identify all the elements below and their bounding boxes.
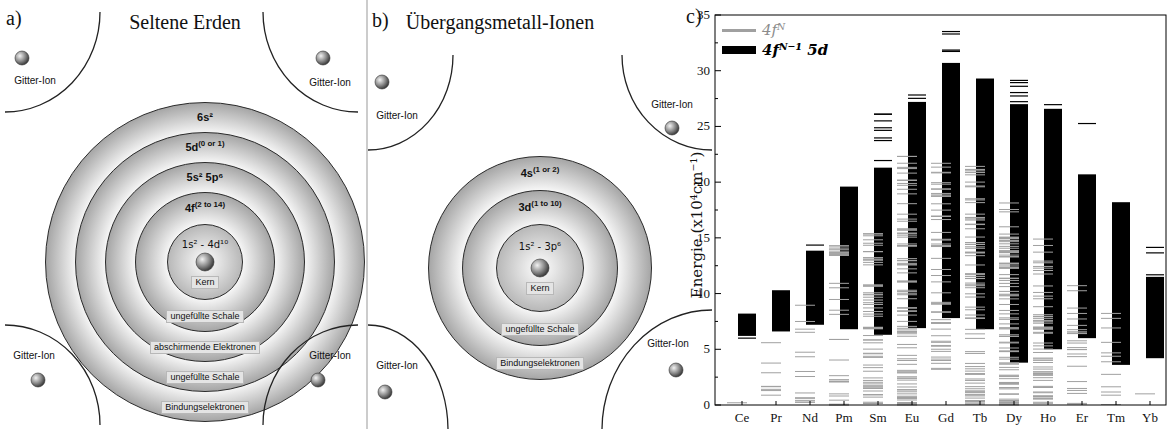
shell-caption: Bindungselektronen [496, 357, 584, 370]
tick-label: 15 [697, 230, 710, 246]
panel-title: Seltene Erden [129, 11, 241, 34]
panel-letter: b) [372, 9, 389, 32]
panel-letter: a) [6, 7, 22, 30]
shell-name: 4s [521, 167, 533, 179]
legend-swatch [722, 29, 756, 32]
tick-label: 10 [697, 286, 710, 302]
ion-label: Gitter-Ion [376, 110, 418, 121]
lattice-arcs [5, 12, 712, 429]
occupancy-label: (0 or 1) [198, 139, 224, 148]
occupancy-label: (1 to 10) [531, 199, 561, 208]
element-label: Pm [835, 410, 852, 426]
energy-level-chart [715, 15, 1166, 405]
shell-caption: abschirmende Elektronen [150, 341, 260, 354]
shell-caption: Kern [191, 276, 218, 289]
element-label: Ce [735, 410, 749, 426]
element-label: Dy [1006, 410, 1022, 426]
shell-name: 1s² - 4d¹⁰ [182, 239, 228, 250]
ion-label: Gitter-Ion [376, 360, 418, 371]
tick-label: 25 [697, 118, 710, 134]
element-label: Eu [905, 410, 919, 426]
shell-name: 1s² - 3p⁶ [519, 241, 561, 252]
shell-caption: ungefüllte Schale [501, 323, 578, 336]
shell-caption: ungefüllte Schale [166, 310, 243, 323]
element-label: Pr [770, 410, 782, 426]
shell-caption: ungefüllte Schale [166, 371, 243, 384]
shell-label: 6s² [46, 111, 364, 123]
shell-label: 5d(0 or 1) [76, 141, 334, 153]
element-label: Yb [1142, 410, 1158, 426]
legend-text: 4fᴺ [762, 21, 785, 39]
shell-label: 4s(1 or 2) [429, 167, 651, 179]
shell-name: 4f [185, 202, 195, 214]
legend-entry: 4fᴺ⁻¹ 5d [722, 40, 828, 60]
occupancy-label: (1 or 2) [533, 165, 559, 174]
shell-name: 3d [518, 201, 531, 213]
shell-label: 1s² - 4d¹⁰ [168, 239, 242, 250]
element-label: Ho [1040, 410, 1056, 426]
tick-label: 35 [697, 7, 710, 23]
element-label: Gd [938, 410, 954, 426]
shell-label: 3d(1 to 10) [463, 201, 617, 213]
legend-entry: 4fᴺ [722, 20, 785, 40]
tick-label: 5 [704, 341, 711, 357]
shell-name: 5d [185, 141, 198, 153]
tick-label: 20 [697, 174, 710, 190]
ion-label: Gitter-Ion [13, 350, 55, 361]
element-label: Nd [802, 410, 818, 426]
element-label: Tb [973, 410, 987, 426]
element-label: Sm [869, 410, 886, 426]
ion-label: Gitter-Ion [14, 75, 56, 86]
shell-name: 5s² 5p⁶ [187, 171, 224, 183]
nucleus [196, 253, 549, 277]
axis-title: Energie (x10⁴cm⁻¹) [688, 152, 706, 299]
ion-label: Gitter-Ion [647, 338, 689, 349]
shell-name: 6s² [197, 111, 213, 123]
ion-label: Gitter-Ion [309, 77, 351, 88]
legend-text: 4fᴺ⁻¹ 5d [762, 41, 828, 59]
tick-label: 30 [697, 63, 710, 79]
shell-label: 4f(2 to 14) [136, 202, 274, 214]
shell-label: 1s² - 3p⁶ [497, 241, 583, 252]
ion-label: Gitter-Ion [651, 99, 693, 110]
element-label: Tm [1107, 410, 1125, 426]
panel-title: Übergangsmetall-Ionen [406, 11, 594, 34]
shell-caption: Kern [526, 282, 553, 295]
ion-label: Gitter-Ion [309, 350, 351, 361]
legend-swatch [722, 46, 756, 54]
shell-label: 5s² 5p⁶ [106, 171, 304, 183]
panel-divider [367, 0, 368, 429]
occupancy-label: (2 to 14) [195, 200, 225, 209]
shell-caption: Bindungselektronen [161, 401, 249, 414]
lattice-ions [15, 51, 683, 399]
tick-label: 0 [704, 397, 711, 413]
element-label: Er [1076, 410, 1088, 426]
